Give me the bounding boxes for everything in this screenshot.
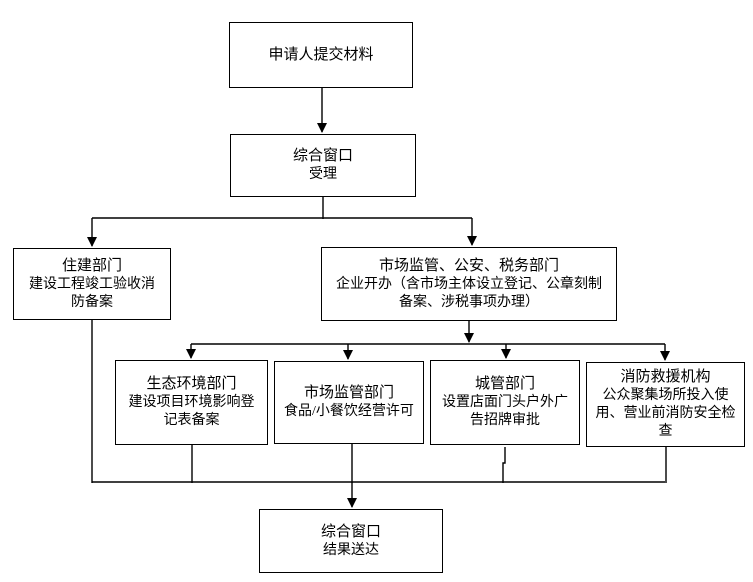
node-title: 住建部门 [61, 257, 122, 274]
node-body: 受理 [309, 167, 337, 182]
node-body: 企业开办（含市场主体设立登记、公章刻制备案、涉税事项办理） [336, 276, 602, 310]
node-title: 市场监管、公安、税务部门 [378, 257, 559, 274]
node-body: 食品/小餐饮经营许可 [284, 404, 414, 419]
node-title: 综合窗口 [320, 523, 381, 540]
node-urban-mgmt-dept: 城管部门 设置店面门头户外广告招牌审批 [430, 360, 580, 445]
node-title: 城管部门 [474, 376, 535, 392]
node-body: 建设项目环境影响登记表备案 [128, 395, 255, 428]
node-title: 申请人提交材料 [268, 46, 374, 63]
node-market-police-tax-dept: 市场监管、公安、税务部门 企业开办（含市场主体设立登记、公章刻制备案、涉税事项办… [321, 247, 617, 321]
node-title: 综合窗口 [292, 148, 353, 164]
node-body: 公众聚集场所投入使用、营业前消防安全检查 [595, 388, 736, 439]
node-fire-rescue-org: 消防救援机构 公众聚集场所投入使用、营业前消防安全检查 [586, 362, 745, 447]
node-body: 设置店面门头户外广告招牌审批 [442, 395, 568, 428]
node-body: 建设工程竣工验收消防备案 [29, 276, 155, 310]
node-ecology-dept: 生态环境部门 建设项目环境影响登记表备案 [115, 360, 268, 445]
node-title: 消防救援机构 [620, 369, 711, 385]
node-body: 结果送达 [323, 542, 379, 558]
node-applicant-submit: 申请人提交材料 [229, 22, 413, 88]
node-market-regulation-dept: 市场监管部门 食品/小餐饮经营许可 [274, 361, 424, 444]
node-title: 生态环境部门 [146, 376, 237, 392]
node-window-acceptance: 综合窗口 受理 [230, 134, 416, 197]
node-title: 市场监管部门 [303, 385, 394, 401]
node-housing-dept: 住建部门 建设工程竣工验收消防备案 [13, 248, 171, 320]
node-window-result-delivery: 综合窗口 结果送达 [259, 509, 443, 573]
